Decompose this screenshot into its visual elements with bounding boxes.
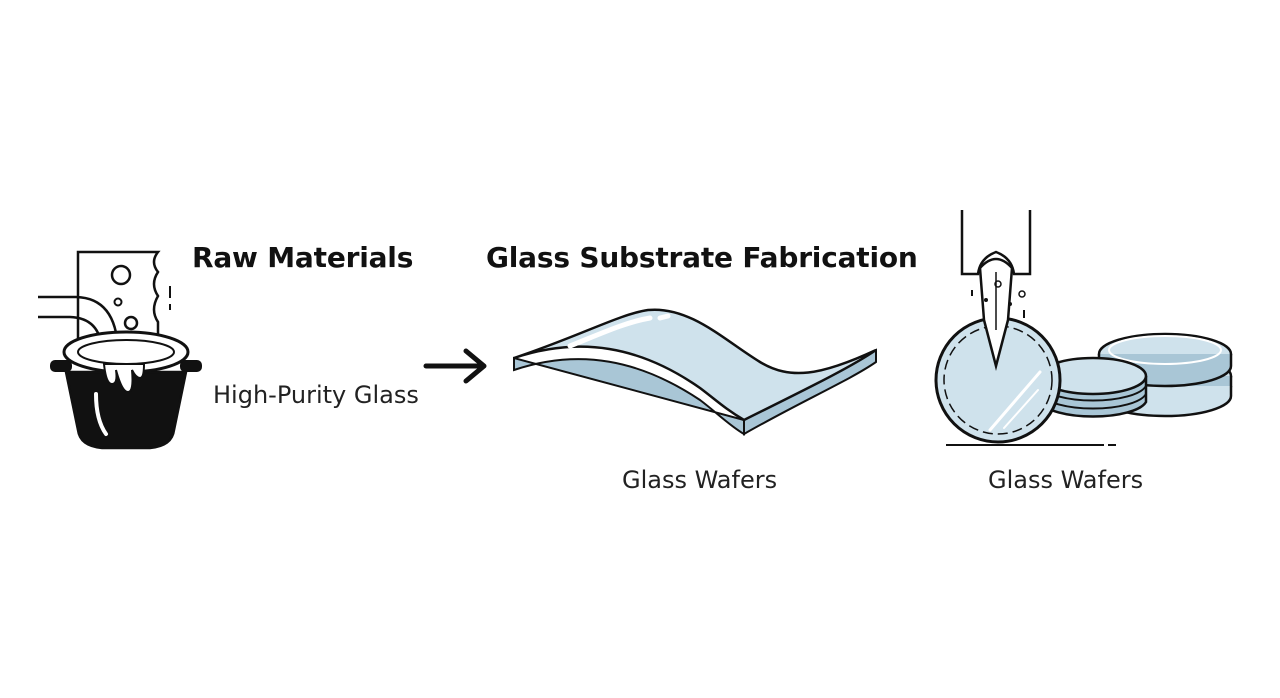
glass-sheet-icon [513,308,877,436]
raw-materials-title: Raw Materials [192,241,414,274]
substrate-fabrication-title: Glass Substrate Fabrication [486,241,918,274]
arrow-right-icon [423,348,487,384]
wafer-cutting-icon [934,210,1233,446]
wafers-caption: Glass Wafers [988,466,1144,494]
crucible-pour-icon [38,250,202,450]
fabrication-caption: Glass Wafers [622,466,778,494]
raw-materials-caption: High-Purity Glass [213,381,419,409]
cutter-tool [960,210,1032,371]
front-wafer [934,316,1062,444]
